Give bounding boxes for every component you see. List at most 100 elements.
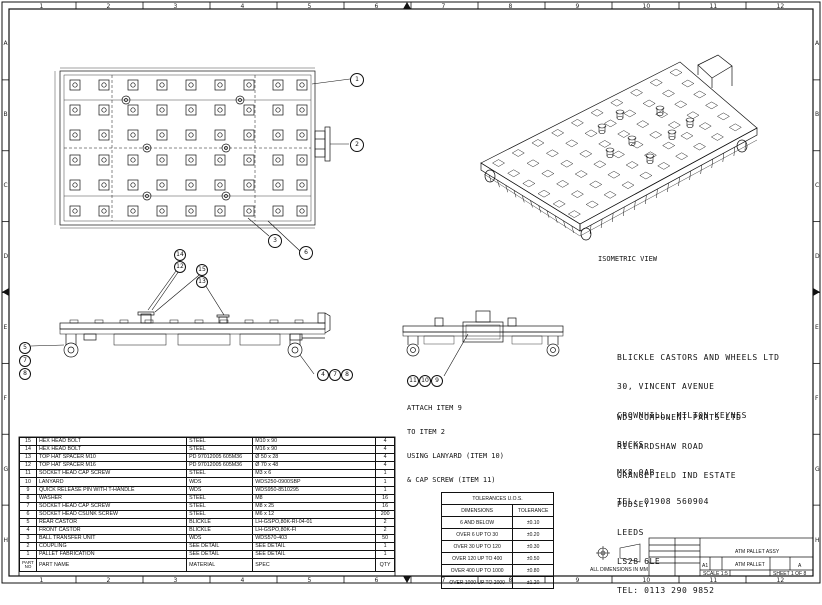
bom-spec: Ø 50 x 28 [252, 453, 377, 463]
bom-qty: 1 [375, 477, 395, 487]
balloon-15: 15 [196, 264, 208, 276]
zone-column-label: 6 [374, 577, 379, 584]
bom-part-name: SOCKET HEAD CAP SCREW [35, 501, 188, 511]
bom-spec: SEE DETAIL [252, 550, 377, 560]
bom-qty: 2 [375, 526, 395, 536]
tolerance-value: ±0.80 [512, 564, 554, 577]
bom-part-name: BALL TRANSFER UNIT [35, 534, 188, 544]
bom-part-name: HEX HEAD BOLT [35, 436, 188, 447]
isometric-view [480, 54, 758, 241]
zone-row-label: G [3, 465, 9, 473]
tolerance-header-dimensions: DIMENSIONS [440, 504, 514, 517]
zone-column-label: 2 [106, 577, 111, 584]
tolerance-row: OVER 30 UP TO 120±0.30 [440, 540, 554, 553]
balloon-11: 11 [407, 375, 419, 387]
bom-qty: 1 [375, 542, 395, 552]
bom-qty: 16 [375, 493, 395, 503]
address-line: TEL: 01908 560904 [617, 497, 710, 507]
isometric-view-label: ISOMETRIC VIEW [598, 255, 658, 263]
zone-column-label: 12 [776, 2, 785, 10]
note-line: USING LANYARD (ITEM 10) [407, 452, 504, 460]
bom-header-spec: SPEC [252, 558, 377, 573]
address-line: GRANGEFIELD IND ESTATE [617, 470, 737, 480]
tolerance-range: OVER 1000 UP TO 2000 [440, 576, 514, 589]
tolerance-range: OVER 120 UP TO 400 [440, 552, 514, 565]
tolerance-range: OVER 6 UP TO 30 [440, 528, 514, 541]
bom-spec: M10 x 90 [252, 436, 377, 447]
bom-material: SEE DETAIL [186, 550, 254, 560]
bom-qty: 1 [375, 550, 395, 560]
tolerance-table: TOLERANCES U.O.S. DIMENSIONS TOLERANCE 6… [440, 492, 554, 589]
bom-part-name: FRONT CASTOR [35, 526, 188, 536]
bom-material: PD 97012005 605M36 [186, 461, 254, 471]
balloon-13: 13 [196, 276, 208, 288]
address-line: BUCKS [617, 439, 645, 449]
bom-header-name: PART NAME [35, 558, 188, 573]
bom-spec: Ø 70 x 48 [252, 461, 377, 471]
tolerance-value: ±0.20 [512, 528, 554, 541]
bom-qty: 2 [375, 517, 395, 528]
zone-column-label: 11 [709, 2, 718, 10]
bom-spec: M16 x 90 [252, 445, 377, 455]
bom-material: STEEL [186, 436, 254, 447]
zone-row-label: G [815, 465, 820, 473]
bom-header-no: PART NO [19, 558, 37, 573]
note-line: & CAP SCREW (ITEM 11) [407, 476, 496, 484]
balloon-3: 3 [268, 234, 282, 248]
bom-part-no: 15 [19, 436, 37, 447]
balloon-7b: 7 [329, 369, 341, 381]
balloon-6: 6 [299, 246, 313, 260]
tolerance-header-tolerance: TOLERANCE [512, 504, 554, 517]
plan-view [54, 67, 331, 229]
bom-material: WDS [186, 534, 254, 544]
zone-column-label: 1 [39, 577, 44, 584]
drawing-title: ATM PALLET ASSY [735, 549, 780, 555]
bom-part-no: 7 [19, 501, 37, 511]
zone-column-label: 9 [575, 2, 580, 10]
balloon-10: 10 [419, 375, 431, 387]
bom-qty: 200 [375, 509, 395, 519]
bom-header-row: PART NO PART NAME MATERIAL SPEC QTY [19, 558, 395, 573]
bom-part-no: 8 [19, 493, 37, 503]
bom-qty: 1 [375, 469, 395, 479]
balloon-2: 2 [350, 138, 364, 152]
bom-qty: 1 [375, 485, 395, 495]
tolerance-title: TOLERANCES U.O.S. [441, 492, 554, 505]
bom-part-no: 1 [19, 550, 37, 560]
tolerance-range: 6 AND BELOW [440, 516, 514, 529]
revision: A [798, 563, 802, 569]
bom-part-no: 13 [19, 453, 37, 463]
bom-qty: 50 [375, 534, 395, 544]
end-view [402, 310, 564, 357]
zone-row-label: A [3, 40, 8, 48]
bom-spec: WDS570-403 [252, 534, 377, 544]
zone-column-label: 10 [642, 2, 651, 10]
bom-part-no: 10 [19, 477, 37, 487]
zone-column-label: 3 [173, 2, 178, 10]
address-line: 30, VINCENT AVENUE [617, 381, 715, 391]
zone-column-label: 3 [173, 577, 178, 584]
title-block-frame [648, 537, 814, 577]
balloon-8b: 8 [341, 369, 353, 381]
address-line: WDS COMPONENT PARTS LTD [617, 413, 742, 423]
bom-material: STEEL [186, 501, 254, 511]
tolerance-row: 6 AND BELOW±0.10 [440, 516, 554, 529]
drawing-sheet [1, 1, 821, 584]
bom-spec: LH-GSPO,80K-FI [252, 526, 377, 536]
note-line: ATTACH ITEM 9 [407, 404, 462, 412]
tolerance-row: OVER 400 UP TO 1000±0.80 [440, 564, 554, 577]
bom-material: STEEL [186, 509, 254, 519]
blickle-address: BLICKLE CASTORS AND WHEELS LTD 30, VINCE… [617, 334, 780, 516]
zone-column-label: 4 [240, 2, 245, 10]
bom-part-name: SOCKET HEAD CSUNK SCREW [35, 509, 188, 519]
bom-part-no: 3 [19, 534, 37, 544]
zone-row-label: E [815, 323, 819, 331]
bom-header-material: MATERIAL [186, 558, 254, 573]
zone-row-label: B [815, 111, 820, 119]
bom-qty: 4 [375, 453, 395, 463]
